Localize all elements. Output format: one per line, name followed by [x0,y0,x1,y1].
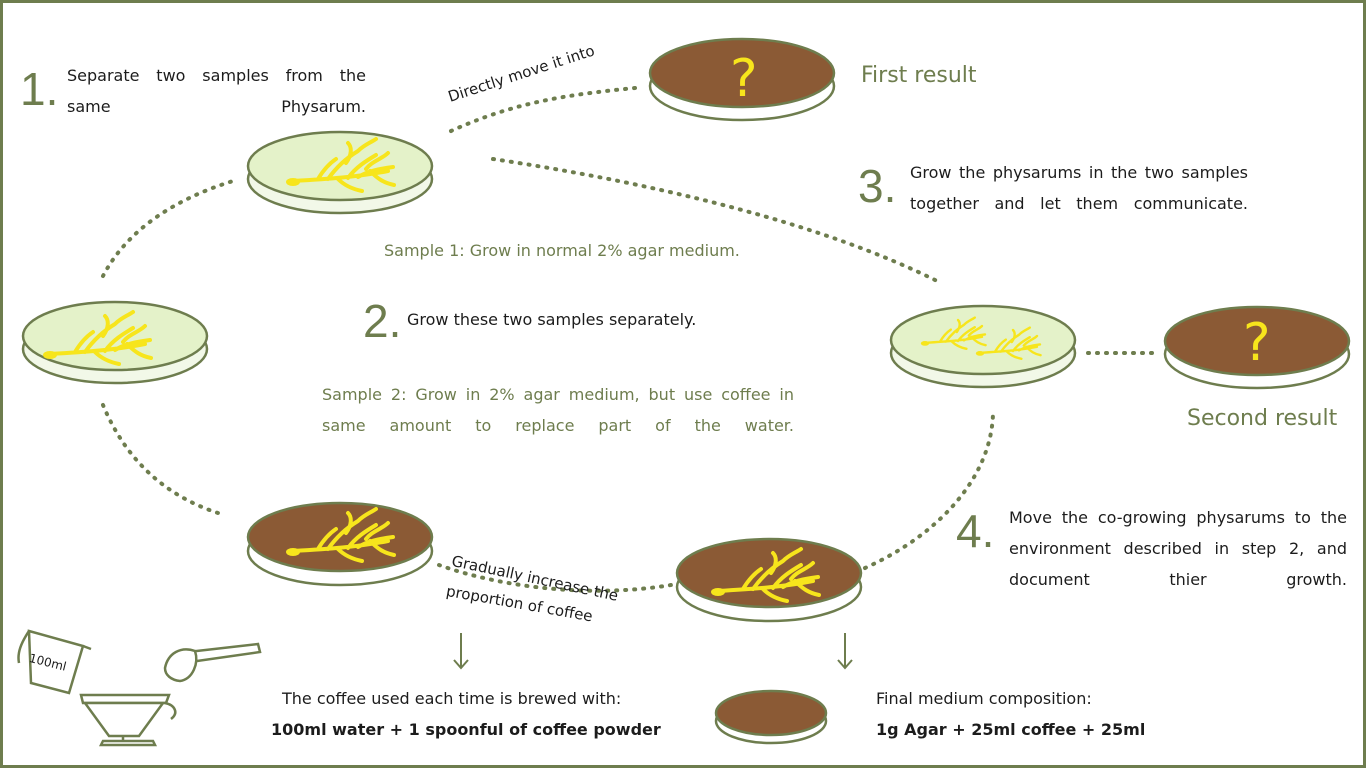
down-arrow-icon [453,633,469,670]
petri-dish-final [675,537,863,623]
diagram-graphics [17,37,1351,747]
coffee-dripper-icon [79,693,177,747]
second-result-label: Second result [1187,406,1338,431]
result-dish-second [1163,305,1351,390]
connector-gradual-increase [437,563,673,593]
step1-number: 1. [20,63,59,115]
unknown-mark-second: ? [1243,313,1271,373]
result-dish-first [648,37,836,122]
final-medium-intro: Final medium composition: [876,689,1092,708]
petri-dish-sample2 [21,300,209,385]
sample2-description: Sample 2: Grow in 2% agar medium, but us… [322,385,794,435]
step3-number: 3. [858,160,897,212]
petri-dish-co-growing [889,304,1077,389]
step2-text: Grow these two samples separately. [407,310,697,329]
down-arrow-icon [837,633,853,670]
step4-number: 4. [956,505,995,557]
petri-dish-coffee-sample [246,501,434,587]
step1-text: Separate two samples from the same Physa… [67,66,366,116]
unknown-mark-first: ? [730,49,758,109]
measuring-cup-icon [17,629,92,695]
petri-dish-sample1 [246,130,434,215]
coffee-brew-intro: The coffee used each time is brewed with… [282,689,622,708]
step2-number: 2. [363,295,402,347]
spoon-icon [163,642,262,683]
connector-step1-to-sample2 [101,179,235,278]
petri-dish-medium-icon [714,689,828,745]
connector-co-growth-up [863,409,995,570]
step3-text: Grow the physarums in the two samples to… [910,163,1248,213]
coffee-brew-recipe: 100ml water + 1 spoonful of coffee powde… [271,720,661,739]
connector-sample1-to-co-growth [491,157,943,285]
step4-text: Move the co-growing physarums to the env… [1009,508,1347,589]
sample1-description: Sample 1: Grow in normal 2% agar medium. [384,241,740,260]
first-result-label: First result [861,63,977,88]
connector-sample2-to-coffee [101,403,220,515]
final-medium-recipe: 1g Agar + 25ml coffee + 25ml [876,720,1146,739]
